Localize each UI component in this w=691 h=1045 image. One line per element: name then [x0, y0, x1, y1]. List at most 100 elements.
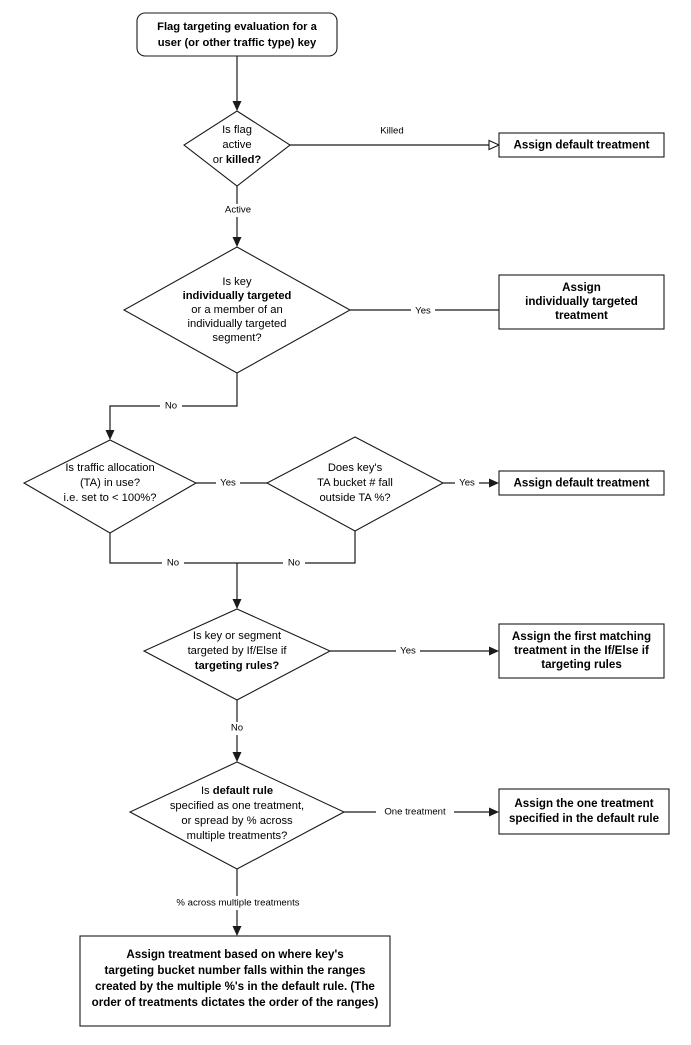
decision-ta-bucket-line-3: outside TA %? [319, 492, 390, 504]
arrowhead-flag-active [232, 237, 242, 247]
decision-default-rule-shape [128, 761, 346, 870]
label-bg-percent-multiple [155, 896, 321, 910]
node-assign-first-matching[interactable]: Assign the first matching treatment in t… [498, 623, 665, 679]
arrowhead-flag-killed [488, 139, 501, 151]
node-assign-one-treatment[interactable]: Assign the one treatment specified in th… [498, 788, 670, 835]
edge-label-no-tabucket: No [288, 558, 300, 569]
decision-flag-active-line-1: Is flag [222, 124, 252, 136]
assign-individually-line-3: treatment [555, 309, 608, 322]
node-decision-individually-targeted[interactable]: Is key individually targeted or a member… [122, 246, 352, 374]
assign-default-2-shape [498, 470, 665, 496]
label-bg-one-treatment [376, 806, 454, 819]
arrowhead-defaultrule-percent [232, 926, 242, 936]
assign-individually-line-2: individually targeted [525, 295, 638, 308]
decision-ifelse-line-3: targeting rules? [195, 660, 280, 672]
decision-individually-targeted-shape [122, 246, 352, 374]
label-bg-killed [375, 124, 411, 137]
assign-default-2-label: Assign default treatment [514, 477, 650, 490]
decision-ifelse-line-1: Is key or segment [193, 630, 282, 642]
decision-ta-bucket-line-1: Does key's [328, 462, 383, 474]
edge-label-killed: Killed [380, 126, 403, 137]
node-assign-bucket-ranges[interactable]: Assign treatment based on where key's ta… [79, 935, 391, 1027]
label-bg-no-individually [160, 400, 182, 413]
assign-first-matching-line-3: targeting rules [541, 658, 622, 671]
node-assign-default-2[interactable]: Assign default treatment [498, 470, 665, 496]
node-decision-default-rule[interactable]: Is default rule specified as one treatme… [128, 761, 346, 870]
assign-one-treatment-line-1: Assign the one treatment [514, 797, 653, 810]
node-start[interactable]: Flag targeting evaluation for a user (or… [136, 12, 338, 57]
node-decision-ta-bucket[interactable]: Does key's TA bucket # fall outside TA %… [265, 436, 445, 532]
edge-label-layer: Killed Active Yes No Yes No Yes No Yes N… [155, 124, 479, 910]
assign-bucket-ranges-line-2: targeting bucket number falls within the… [105, 964, 366, 977]
arrowhead-ifelse-yes [489, 646, 499, 656]
node-decision-traffic-allocation[interactable]: Is traffic allocation (TA) in use? i.e. … [22, 439, 198, 534]
label-bg-no-ta [162, 557, 184, 570]
edge-ta-no [109, 533, 237, 564]
node-decision-ifelse-rules[interactable]: Is key or segment targeted by If/Else if… [142, 608, 332, 701]
node-assign-default-1[interactable]: Assign default treatment [498, 132, 665, 158]
edge-label-no-ta: No [167, 558, 179, 569]
assign-individually-line-1: Assign [562, 281, 601, 294]
edge-label-yes-ta: Yes [220, 478, 236, 489]
label-bg-active [221, 204, 257, 217]
decision-default-rule-line-2: specified as one treatment, [170, 800, 304, 812]
decision-traffic-allocation-shape [22, 439, 198, 534]
decision-default-rule-line-4: multiple treatments? [187, 830, 288, 842]
assign-first-matching-line-2: treatment in the If/Else if [514, 644, 649, 657]
edge-label-no-ifelse: No [231, 723, 243, 734]
node-decision-flag-active[interactable]: Is flag active or killed? [183, 110, 291, 187]
assign-one-treatment-line-2: specified in the default rule [509, 812, 660, 825]
decision-default-rule-line-1-bold: default rule [213, 785, 273, 797]
label-bg-yes-individually [411, 304, 435, 317]
assign-bucket-ranges-line-4: order of treatments dictates the order o… [92, 996, 379, 1009]
decision-ifelse-rules-shape [142, 608, 332, 701]
decision-individually-line-3: or a member of an [191, 304, 282, 316]
arrowhead-tabucket-yes [489, 478, 499, 488]
decision-default-rule-line-3: or spread by % across [181, 815, 293, 827]
arrowhead-defaultrule-one [489, 807, 499, 817]
start-node-line-1: Flag targeting evaluation for a [157, 21, 318, 33]
decision-ta-bucket-shape [265, 436, 445, 532]
decision-ifelse-line-2: targeted by If/Else if [188, 645, 288, 657]
assign-first-matching-line-1: Assign the first matching [512, 630, 651, 643]
decision-default-rule-line-1: Is default rule [201, 785, 273, 797]
label-bg-no-ifelse [226, 722, 248, 735]
assign-one-treatment-shape [498, 788, 670, 835]
edge-label-yes-individually: Yes [415, 306, 431, 317]
arrowhead-individually-no [105, 430, 115, 440]
decision-flag-active-line-3-plain: or [213, 154, 226, 166]
decision-ta-line-1: Is traffic allocation [65, 462, 154, 474]
decision-flag-active-shape [183, 110, 291, 187]
assign-default-1-label: Assign default treatment [514, 139, 650, 152]
decision-individually-line-2: individually targeted [183, 290, 292, 302]
assign-bucket-ranges-line-3: created by the multiple %'s in the defau… [95, 980, 375, 993]
node-assign-individually-targeted[interactable]: Assign individually targeted treatment [498, 274, 665, 330]
decision-individually-line-4: individually targeted [188, 318, 287, 330]
label-bg-yes-ta [216, 477, 240, 490]
edge-label-active: Active [225, 205, 251, 216]
edge-label-yes-ifelse: Yes [400, 646, 416, 657]
decision-flag-active-line-3-bold: killed? [226, 154, 262, 166]
decision-ta-bucket-line-2: TA bucket # fall [317, 477, 393, 489]
edge-label-one-treatment: One treatment [384, 807, 446, 818]
decision-ta-line-2: (TA) in use? [80, 477, 140, 489]
decision-individually-line-5: segment? [212, 332, 261, 344]
edge-tabucket-no [237, 531, 356, 564]
assign-bucket-ranges-line-1: Assign treatment based on where key's [126, 948, 343, 961]
decision-ta-line-3: i.e. set to < 100%? [64, 492, 157, 504]
start-node-shape [136, 12, 338, 57]
label-bg-yes-tabucket [455, 477, 479, 490]
start-node-line-2: user (or other traffic type) key [158, 37, 317, 49]
edge-label-percent-multiple: % across multiple treatments [176, 898, 299, 909]
assign-first-matching-shape [498, 623, 665, 679]
arrowhead-start-to-flag [232, 101, 242, 111]
assign-bucket-ranges-shape [79, 935, 391, 1027]
arrowhead-merge-to-ifelse [232, 599, 242, 609]
edge-label-yes-tabucket: Yes [459, 478, 475, 489]
decision-default-rule-line-1-plain: Is [201, 785, 213, 797]
assign-default-1-shape [498, 132, 665, 158]
arrowhead-ifelse-no [232, 752, 242, 762]
decision-flag-active-line-3: or killed? [213, 154, 262, 166]
